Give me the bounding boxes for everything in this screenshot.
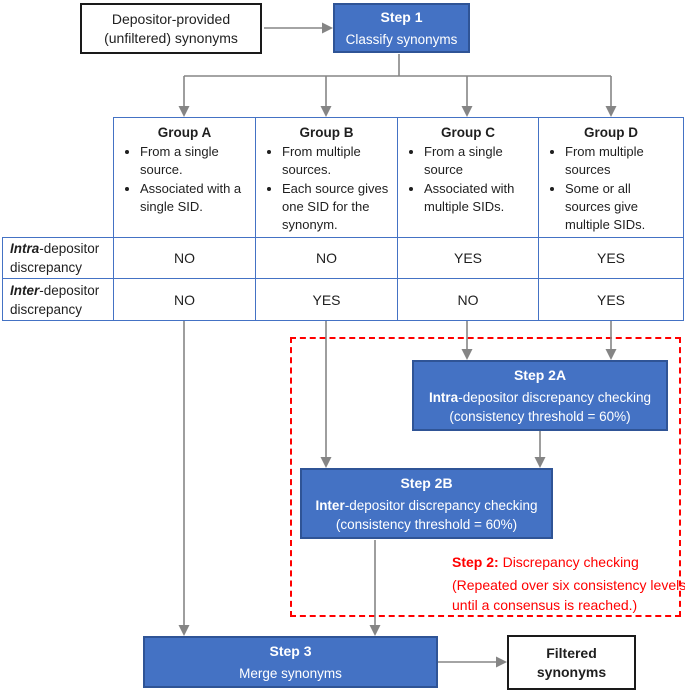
arrow-lines xyxy=(183,27,612,663)
step1-subtitle: Classify synonyms xyxy=(345,31,458,47)
step2-group-frame xyxy=(290,337,681,617)
step2b-node: Step 2B Inter-depositor discrepancy chec… xyxy=(300,468,553,539)
bullet: Some or all sources give multiple SIDs. xyxy=(565,180,675,234)
group-a-title: Group A xyxy=(157,125,212,140)
step2-annotation-heading: Step 2: Discrepancy checking xyxy=(452,552,685,572)
intra-word: Intra xyxy=(428,389,459,405)
step2a-line2: (consistency threshold = 60%) xyxy=(449,408,631,424)
intra-discrepancy-label: Intra-depositor discrepancy xyxy=(2,237,114,279)
filtered-synonyms-node: Filtered synonyms xyxy=(507,635,636,690)
bullet: Associated with multiple SIDs. xyxy=(424,180,530,216)
depositor-synonyms-line2: (unfiltered) synonyms xyxy=(104,29,238,46)
inter-discrepancy-label: Inter-depositor discrepancy xyxy=(2,278,114,321)
group-d-header: Group D From multiple sources Some or al… xyxy=(538,117,684,238)
step1-node: Step 1 Classify synonyms xyxy=(333,3,470,53)
step2a-line1: Intra-depositor discrepancy checking xyxy=(429,388,651,407)
inter-word: Inter xyxy=(10,282,40,298)
bullet: From a single source. xyxy=(140,143,247,179)
step2b-title: Step 2B xyxy=(400,474,453,491)
label-rest: -depositor xyxy=(39,282,100,298)
step2-heading-bold: Step 2: xyxy=(452,554,499,570)
group-a-bullets: From a single source. Associated with a … xyxy=(120,143,249,216)
intra-word: Intra xyxy=(10,241,40,256)
group-b-header: Group B From multiple sources. Each sour… xyxy=(255,117,398,238)
step2a-line1-rest: -depositor discrepancy checking xyxy=(458,389,652,405)
step2-annotation: Step 2: Discrepancy checking (Repeated o… xyxy=(452,552,685,615)
depositor-synonyms-line1: Depositor-provided xyxy=(111,10,231,27)
bullet: From multiple sources. xyxy=(282,143,389,179)
group-header-row: Group A From a single source. Associated… xyxy=(3,117,684,238)
group-classification-table: Group A From a single source. Associated… xyxy=(2,117,684,321)
group-c-title: Group C xyxy=(441,125,495,140)
group-b-title: Group B xyxy=(299,125,354,140)
inter-word: Inter xyxy=(315,497,345,513)
group-b-intra-value: NO xyxy=(255,237,398,279)
depositor-synonyms-node: Depositor-provided (unfiltered) synonyms xyxy=(80,3,262,54)
group-a-intra-value: NO xyxy=(113,237,256,279)
group-a-inter-value: NO xyxy=(113,278,256,321)
step2b-line1-rest: -depositor discrepancy checking xyxy=(344,497,538,513)
step3-node: Step 3 Merge synonyms xyxy=(143,636,438,688)
group-c-intra-value: YES xyxy=(397,237,539,279)
group-d-intra-value: YES xyxy=(538,237,684,279)
group-c-inter-value: NO xyxy=(397,278,539,321)
filtered-synonyms-line1: Filtered xyxy=(546,644,597,661)
label-line2: discrepancy xyxy=(10,301,83,317)
step2-heading-rest: Discrepancy checking xyxy=(498,554,639,570)
group-d-inter-value: YES xyxy=(538,278,684,321)
intra-discrepancy-row: Intra-depositor discrepancy NO NO YES YE… xyxy=(2,237,684,279)
arrow-heads xyxy=(178,22,617,668)
group-a-header: Group A From a single source. Associated… xyxy=(113,117,256,238)
filtered-synonyms-line2: synonyms xyxy=(536,663,607,680)
group-c-header: Group C From a single source Associated … xyxy=(397,117,539,238)
group-c-bullets: From a single source Associated with mul… xyxy=(404,143,532,216)
label-line2: discrepancy xyxy=(10,260,83,275)
table-corner-spacer xyxy=(3,118,114,238)
group-b-inter-value: YES xyxy=(255,278,398,321)
step2a-node: Step 2A Intra-depositor discrepancy chec… xyxy=(412,360,668,431)
step2b-line1: Inter-depositor discrepancy checking xyxy=(315,496,537,515)
inter-discrepancy-row: Inter-depositor discrepancy NO YES NO YE… xyxy=(2,278,684,321)
group-d-bullets: From multiple sources Some or all source… xyxy=(545,143,677,234)
step2b-line2: (consistency threshold = 60%) xyxy=(335,516,518,532)
bullet: From a single source xyxy=(424,143,530,179)
bullet: Associated with a single SID. xyxy=(140,180,247,216)
step3-title: Step 3 xyxy=(269,642,312,659)
group-b-bullets: From multiple sources. Each source gives… xyxy=(262,143,391,234)
step1-title: Step 1 xyxy=(380,8,423,25)
step2-annotation-note1: (Repeated over six consistency levels xyxy=(452,577,685,593)
step3-subtitle: Merge synonyms xyxy=(239,665,342,681)
step2a-title: Step 2A xyxy=(513,366,567,383)
label-rest: -depositor xyxy=(39,241,100,256)
group-d-title: Group D xyxy=(584,125,638,140)
bullet: From multiple sources xyxy=(565,143,675,179)
step2-annotation-note2: until a consensus is reached.) xyxy=(452,597,638,613)
bullet: Each source gives one SID for the synony… xyxy=(282,180,389,234)
